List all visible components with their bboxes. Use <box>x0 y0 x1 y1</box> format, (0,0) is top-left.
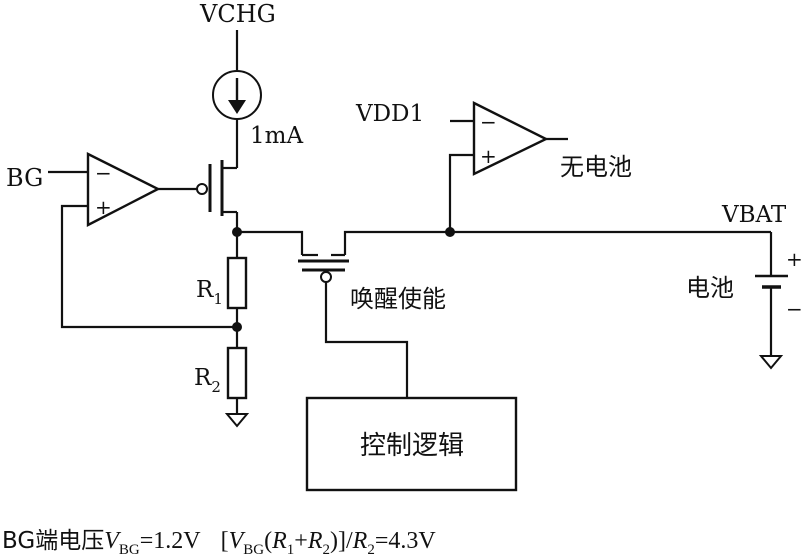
bg-opamp-plus: + <box>95 195 112 219</box>
comparator-minus: − <box>480 110 497 134</box>
bg-label: BG <box>6 164 43 192</box>
r1-resistor <box>226 256 248 310</box>
rail-to-switch-wire <box>237 230 304 255</box>
bg-opamp-minus: − <box>95 161 112 185</box>
r2-label: R2 <box>194 365 221 396</box>
control-logic-block <box>305 396 518 492</box>
equation-caption: BG端电压VBG=1.2V[VBG(R1+R2)]/R2=4.3V <box>2 528 436 558</box>
vdd1-label: VDD1 <box>355 101 424 127</box>
no-battery-label: 无电池 <box>560 153 632 181</box>
feedback-wire <box>60 204 237 329</box>
ground-icon-right <box>758 355 784 370</box>
ground-icon-left <box>224 413 250 428</box>
r1-label: R1 <box>196 277 223 308</box>
vbat-label: VBAT <box>721 202 787 228</box>
battery-icon <box>755 274 788 289</box>
current-label: 1mA <box>250 123 303 149</box>
switch-to-vbat-wire <box>343 230 771 255</box>
vchg-label: VCHG <box>199 0 276 28</box>
comparator-sense-wire <box>448 153 474 232</box>
pmos-transistor-icon <box>196 160 237 216</box>
wake-enable-label: 唤醒使能 <box>350 285 446 313</box>
switch-gate-wire <box>324 282 409 398</box>
wake-switch-transistor-icon <box>298 253 349 283</box>
r2-resistor <box>226 346 248 400</box>
bg-opamp-icon <box>86 152 161 227</box>
comparator-plus: + <box>480 144 497 168</box>
battery-minus: − <box>786 297 803 321</box>
comparator-opamp-icon <box>472 101 549 176</box>
battery-plus: + <box>786 247 803 271</box>
battery-label: 电池 <box>686 274 734 302</box>
junction-divider <box>232 322 242 332</box>
current-source-icon <box>212 70 262 120</box>
control-logic-label: 控制逻辑 <box>360 431 464 461</box>
